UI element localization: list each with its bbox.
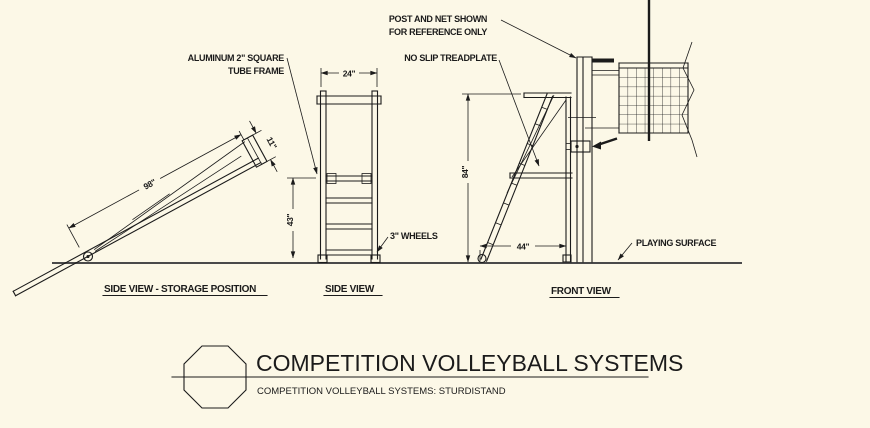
- net-winch: [565, 137, 618, 153]
- stand-wheel: [477, 253, 487, 264]
- logo-octagon-icon: [183, 345, 247, 409]
- storage-wheel: [82, 251, 94, 262]
- label-wheels: 3" WHEELS: [390, 231, 438, 241]
- label-post-net-note-line2: FOR REFERENCE ONLY: [389, 27, 488, 37]
- ladder-rungs: [325, 173, 373, 256]
- product-subtitle: COMPETITION VOLLEYBALL SYSTEMS: STURDIST…: [257, 386, 506, 397]
- volleyball-post: [576, 56, 614, 263]
- label-no-slip-treadplate: NO SLIP TREADPLATE: [404, 53, 497, 63]
- storage-view-drawing: 98" 11": [12, 120, 279, 297]
- side-view-drawing: 24" 43": [285, 68, 382, 264]
- dim-ladder-width: 24": [343, 69, 356, 79]
- leader-wheels: [376, 236, 389, 253]
- dim-platform-height-group: 43": [285, 177, 316, 259]
- dim-storage-depth: 11": [264, 135, 279, 151]
- label-playing-surface: PLAYING SURFACE: [636, 238, 716, 248]
- ladder-wheel-left: [317, 254, 328, 264]
- net-break-symbol: [681, 41, 698, 158]
- leader-playing-surface: [617, 242, 633, 261]
- view-title-side: SIDE VIEW: [325, 284, 375, 295]
- dim-storage-depth-group: 11": [241, 120, 279, 173]
- view-titles: SIDE VIEW - STORAGE POSITION SIDE VIEW F…: [102, 284, 620, 299]
- leader-no-slip-treadplate: [498, 59, 540, 167]
- dim-base-depth-group: 44": [479, 242, 567, 261]
- dim-base-depth: 44": [517, 242, 530, 252]
- view-title-storage: SIDE VIEW - STORAGE POSITION: [104, 284, 256, 295]
- label-post-net-note-line1: POST AND NET SHOWN: [389, 14, 487, 24]
- dim-overall-height: 84": [460, 165, 470, 178]
- dim-overall-height-group: 84": [460, 93, 521, 263]
- annotation-labels: ALUMINUM 2" SQUARE TUBE FRAME POST AND N…: [188, 14, 717, 261]
- product-title: COMPETITION VOLLEYBALL SYSTEMS: [256, 350, 683, 376]
- dim-platform-height: 43": [285, 213, 295, 226]
- view-title-front: FRONT VIEW: [551, 286, 612, 297]
- ladder-wheel-right: [370, 254, 381, 264]
- volleyball-net: [618, 41, 698, 158]
- leader-post-net-note: [500, 19, 577, 59]
- label-aluminum-frame-line2: TUBE FRAME: [228, 66, 284, 76]
- dim-storage-length-group: 98": [66, 130, 245, 248]
- title-block: COMPETITION VOLLEYBALL SYSTEMS COMPETITI…: [171, 345, 683, 409]
- label-aluminum-frame-line1: ALUMINUM 2" SQUARE: [188, 53, 285, 63]
- dim-ladder-width-group: 24": [320, 68, 378, 87]
- dim-storage-length: 98": [142, 177, 158, 192]
- front-view-drawing: 84" 44": [460, 0, 698, 264]
- leader-aluminum-frame: [286, 57, 318, 175]
- storage-cart-frame: 98" 11": [12, 120, 279, 297]
